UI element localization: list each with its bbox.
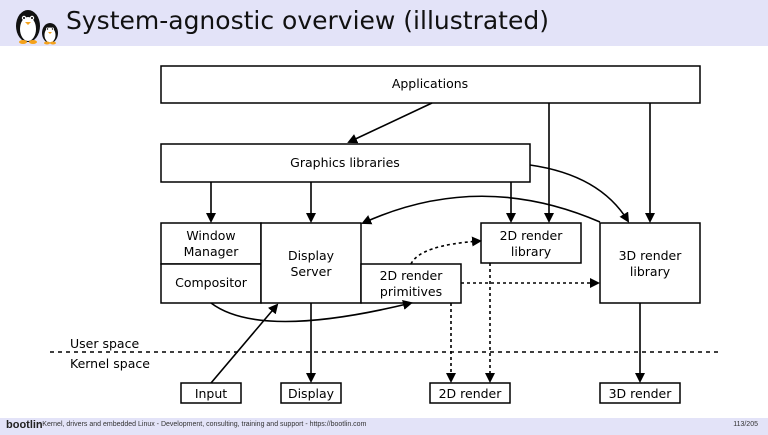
- render3d-box: 3D render: [599, 382, 681, 404]
- title-bar: System-agnostic overview (illustrated): [0, 0, 768, 46]
- arrow-3d-library-to-display-server: [361, 195, 601, 225]
- render2d-library-box: 2D render library: [480, 222, 582, 264]
- applications-box: Applications: [160, 65, 701, 104]
- arrow-compositor-to-primitives: [210, 300, 413, 323]
- penguins-logo-icon: [16, 10, 58, 45]
- graphics-stack-diagram: Applications Graphics libraries Window M…: [50, 65, 720, 404]
- window-manager-label-1: Window: [186, 228, 235, 243]
- display-label: Display: [288, 386, 335, 401]
- graphics-libraries-box: Graphics libraries: [160, 143, 531, 183]
- render2d-primitives-label-2: primitives: [380, 284, 442, 299]
- user-space-label: User space: [70, 336, 139, 351]
- render3d-library-label-1: 3D render: [619, 248, 683, 263]
- compositor-label: Compositor: [175, 275, 248, 290]
- solid-arrows: [206, 102, 655, 384]
- display-box: Display: [280, 382, 342, 404]
- window-manager-box: Window Manager: [160, 222, 262, 265]
- render2d-box: 2D render: [429, 382, 511, 404]
- arrow-primitives-to-2d-library: [410, 236, 482, 265]
- footer-brand: bootlin: [6, 419, 43, 431]
- footer-text: - Kernel, drivers and embedded Linux - D…: [38, 421, 367, 428]
- window-manager-label-2: Manager: [184, 244, 240, 259]
- display-server-box: Display Server: [260, 222, 362, 304]
- render2d-primitives-box: 2D render primitives: [360, 263, 462, 304]
- applications-label: Applications: [392, 76, 468, 91]
- render2d-label: 2D render: [439, 386, 503, 401]
- render3d-library-box: 3D render library: [599, 222, 701, 304]
- render2d-library-label-2: library: [511, 244, 552, 259]
- footer-bar: bootlin - Kernel, drivers and embedded L…: [0, 418, 768, 435]
- input-box: Input: [180, 382, 242, 404]
- input-label: Input: [195, 386, 227, 401]
- kernel-space-label: Kernel space: [70, 356, 150, 371]
- page-number: 113/205: [733, 421, 758, 428]
- render2d-library-label-1: 2D render: [500, 228, 564, 243]
- render3d-library-label-2: library: [630, 264, 671, 279]
- compositor-box: Compositor: [160, 263, 262, 304]
- render3d-label: 3D render: [609, 386, 673, 401]
- dashed-arrows: [410, 236, 600, 383]
- arrow-input-to-display-server: [210, 303, 279, 384]
- graphics-libraries-label: Graphics libraries: [290, 155, 400, 170]
- arrow-graphics-to-3d-library: [529, 164, 630, 223]
- display-server-label-1: Display: [288, 248, 335, 263]
- page-title: System-agnostic overview (illustrated): [66, 6, 549, 35]
- render2d-primitives-label-1: 2D render: [380, 268, 444, 283]
- arrow-apps-to-graphics: [347, 102, 433, 144]
- display-server-label-2: Server: [291, 264, 333, 279]
